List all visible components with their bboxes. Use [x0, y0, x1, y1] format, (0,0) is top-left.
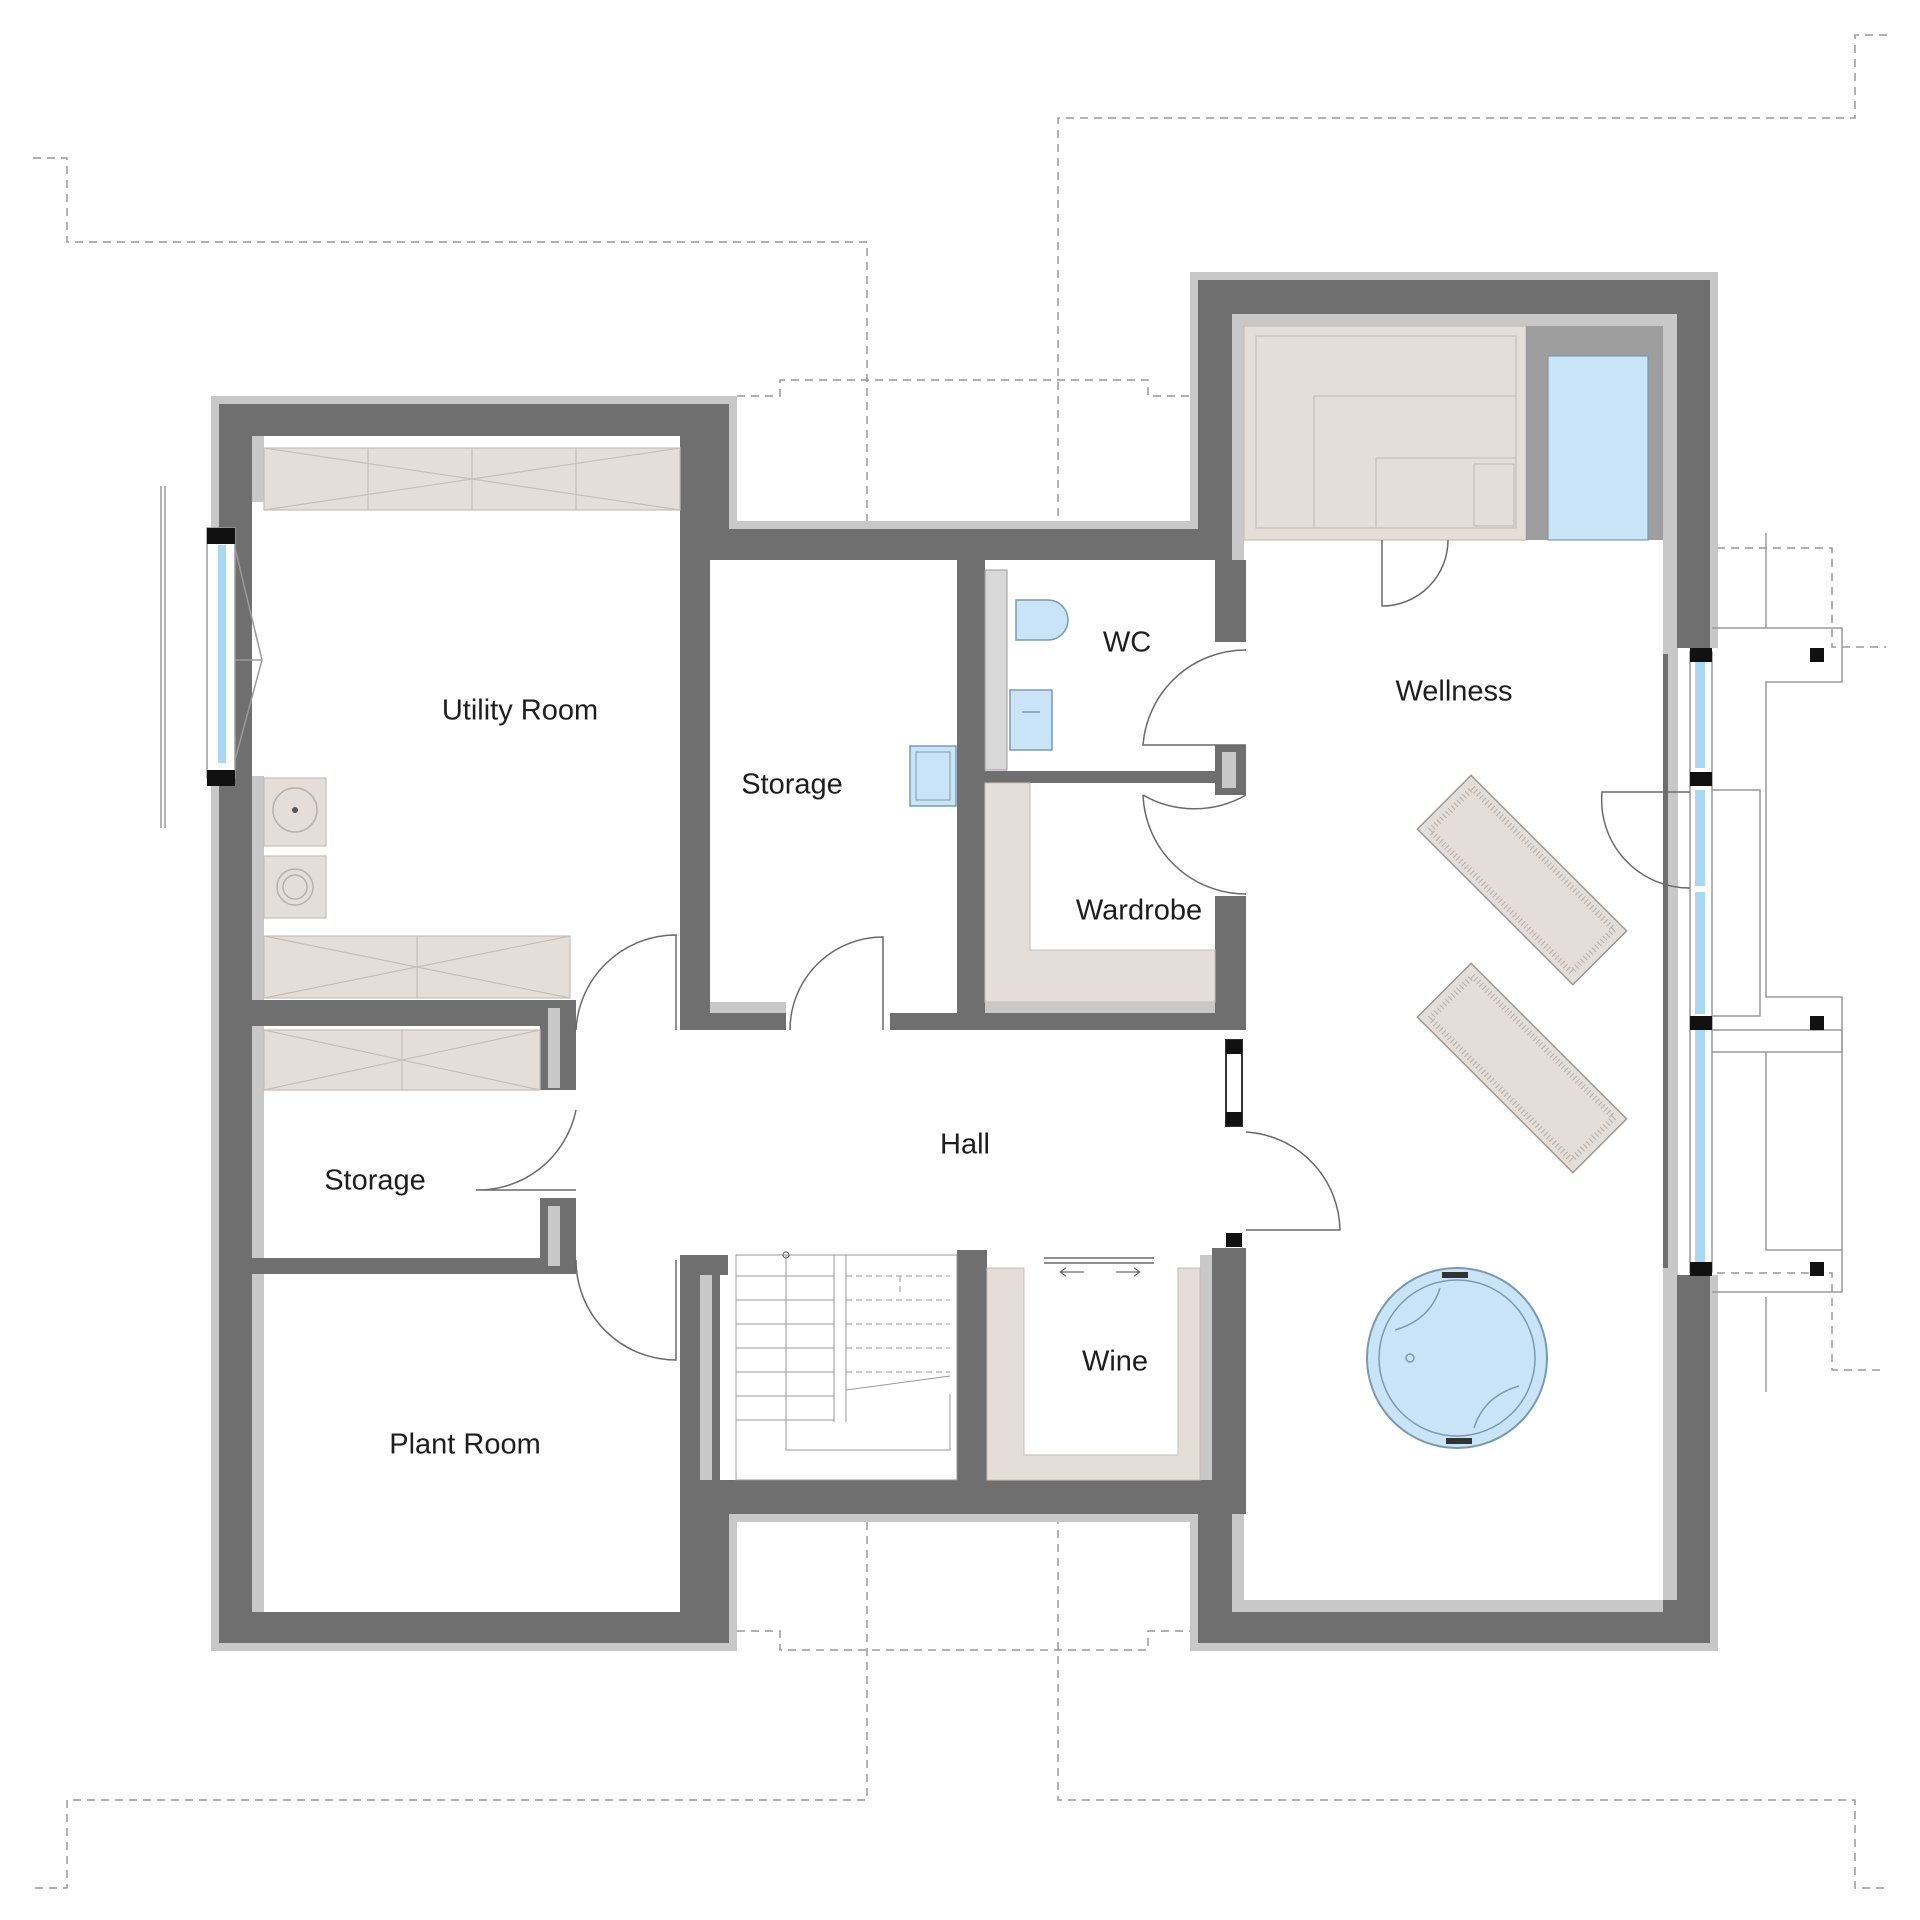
label-wellness: Wellness	[1395, 676, 1512, 708]
wellness-windows	[1689, 648, 1713, 1276]
wine-shelves	[986, 1257, 1201, 1481]
sauna	[1243, 325, 1663, 607]
label-storage-left: Storage	[324, 1165, 426, 1197]
label-storage-mid: Storage	[741, 769, 843, 801]
label-wardrobe: Wardrobe	[1076, 895, 1202, 927]
label-wc: WC	[1103, 627, 1151, 659]
label-plant-room: Plant Room	[389, 1429, 541, 1461]
washing-machine	[272, 787, 318, 906]
staircase	[735, 1251, 958, 1481]
terrace-structure	[1712, 533, 1843, 1392]
lounger-2	[1416, 962, 1628, 1174]
utility-window	[160, 486, 263, 828]
hot-tub	[1366, 1267, 1548, 1449]
room-labels: Utility Room Storage WC Wardrobe Wellnes…	[324, 627, 1512, 1461]
lounger-1	[1416, 774, 1628, 986]
door-swings	[475, 649, 1691, 1361]
label-wine: Wine	[1082, 1346, 1148, 1378]
wc-fixtures	[984, 569, 1069, 771]
wardrobe-shelves	[984, 782, 1216, 1003]
label-utility-room: Utility Room	[442, 695, 598, 727]
storage-sink	[909, 745, 957, 807]
interior-walls	[252, 560, 1246, 1514]
label-hall: Hall	[940, 1129, 990, 1161]
